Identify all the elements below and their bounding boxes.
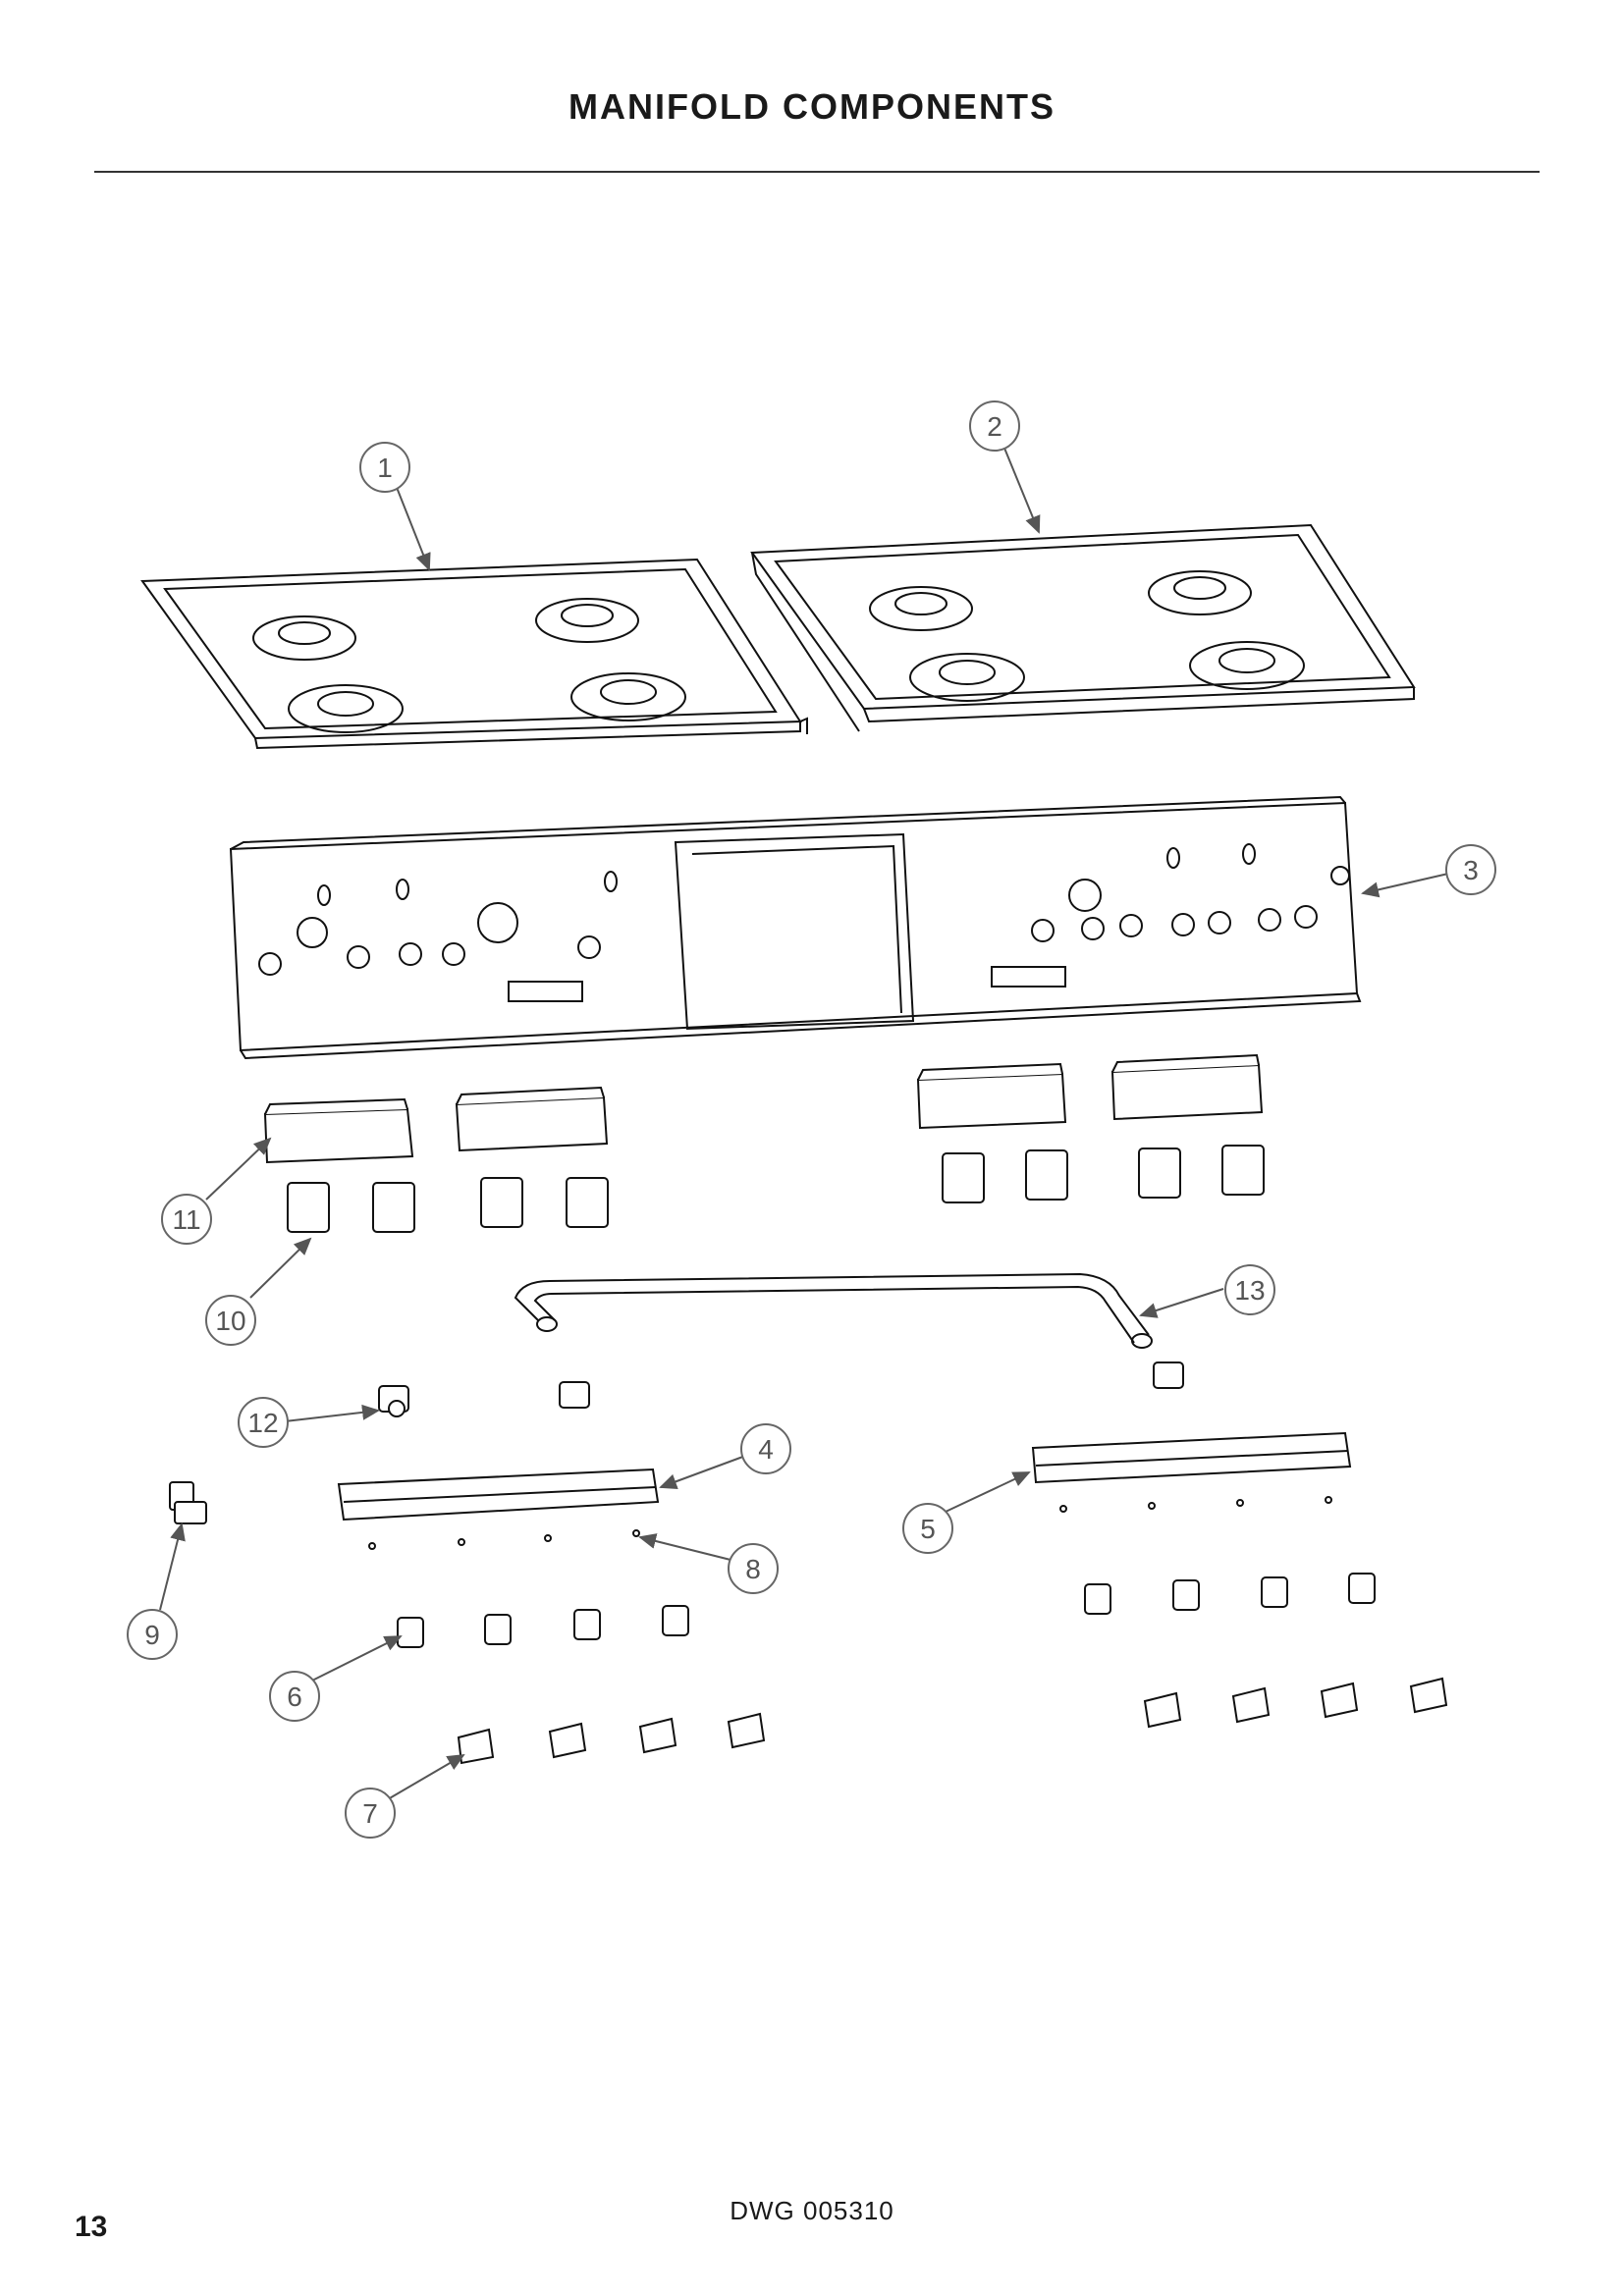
callout-10: 10 xyxy=(215,1306,245,1336)
callout-11-circle xyxy=(161,1194,212,1245)
callout-13-circle xyxy=(1224,1264,1275,1315)
callout-6: 6 xyxy=(287,1682,302,1712)
callout-2-circle xyxy=(969,400,1020,452)
page-title: MANIFOLD COMPONENTS xyxy=(568,86,1056,127)
manifold-pipe xyxy=(514,1272,1184,1409)
valve-brackets xyxy=(263,1053,1264,1164)
burner-tray-left xyxy=(140,558,808,750)
callout-9: 9 xyxy=(144,1620,160,1650)
callout-5-circle xyxy=(902,1503,953,1554)
callout-7-circle xyxy=(345,1788,396,1839)
callout-circles xyxy=(127,400,1496,1839)
callout-12: 12 xyxy=(247,1408,278,1438)
callout-11: 11 xyxy=(172,1204,200,1235)
callout-1: 1 xyxy=(377,453,393,483)
callout-5: 5 xyxy=(920,1514,936,1544)
page-number: 13 xyxy=(75,2211,108,2243)
valve-clips xyxy=(457,1677,1448,1765)
callout-4-circle xyxy=(740,1423,791,1474)
callout-2: 2 xyxy=(987,411,1002,442)
callout-3: 3 xyxy=(1463,855,1479,885)
leader-lines xyxy=(159,445,1449,1800)
callout-9-circle xyxy=(127,1609,178,1660)
title-divider xyxy=(94,171,1540,173)
burner-tray-right xyxy=(750,523,1416,732)
manifold-rail-right xyxy=(1031,1431,1352,1513)
callout-10-circle xyxy=(205,1295,256,1346)
callout-8: 8 xyxy=(745,1554,761,1584)
elbow-fitting xyxy=(169,1481,207,1524)
burner-valves xyxy=(397,1573,1376,1648)
callout-6-circle xyxy=(269,1671,320,1722)
callout-12-circle xyxy=(238,1397,289,1448)
gas-valves xyxy=(287,1145,1265,1233)
callout-3-circle xyxy=(1445,844,1496,895)
drawing-number: DWG 005310 xyxy=(730,2196,894,2225)
callout-labels: 1 2 3 4 5 6 7 8 9 10 11 12 13 xyxy=(144,411,1479,1829)
manifold-panel xyxy=(229,795,1362,1060)
callout-1-circle xyxy=(359,442,410,493)
manifold-rail-left xyxy=(337,1468,660,1550)
callout-13: 13 xyxy=(1234,1275,1265,1306)
callout-8-circle xyxy=(728,1543,779,1594)
callout-7: 7 xyxy=(362,1798,378,1829)
callout-4: 4 xyxy=(758,1434,774,1465)
pipe-fitting xyxy=(378,1385,409,1417)
